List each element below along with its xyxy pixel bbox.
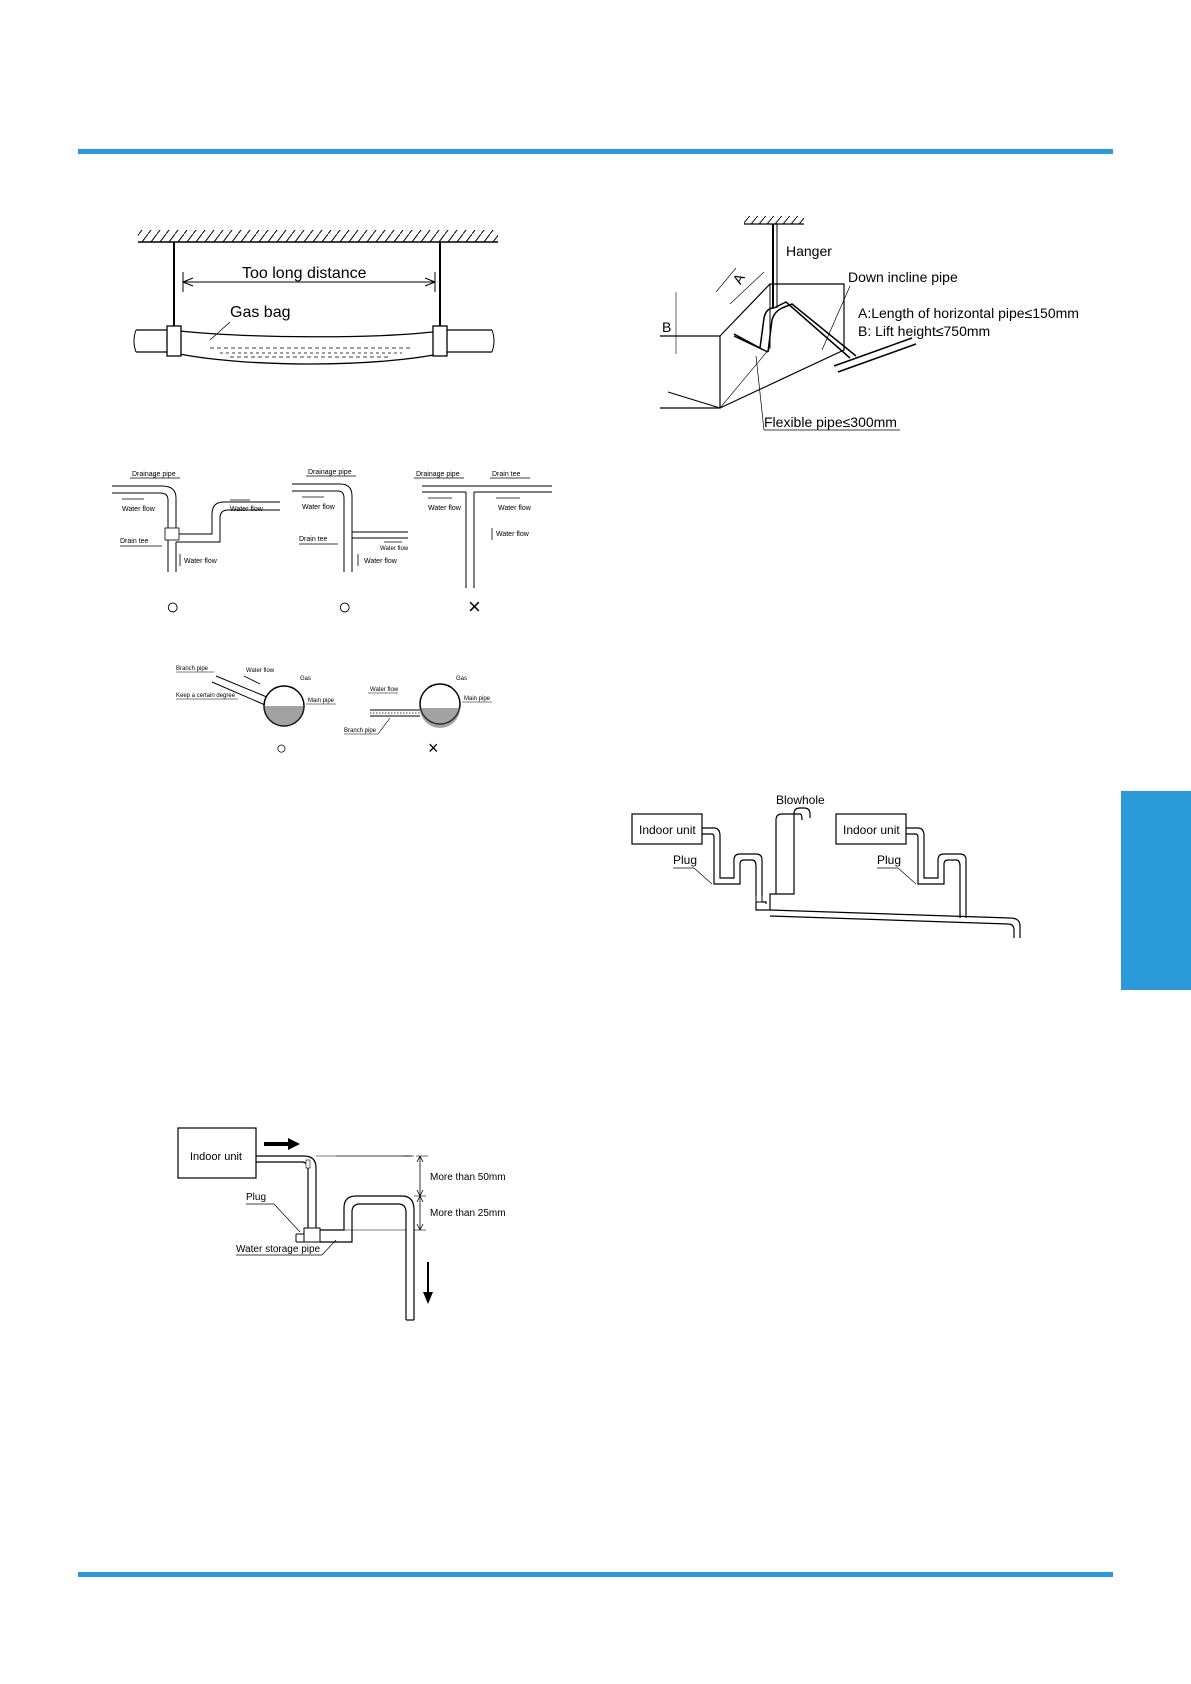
- wrong-mark-icon: ×: [428, 738, 439, 758]
- drain-tee-panel-correct-1: Drainage pipe Water flow Water flow Drai…: [112, 471, 280, 619]
- main-pipe-label: Main pipe: [464, 696, 491, 702]
- water-storage-pipe-label: Water storage pipe: [236, 1244, 321, 1255]
- flow-arrow-icon: [264, 1138, 300, 1150]
- gas-bag-label: Gas bag: [230, 304, 290, 321]
- indoor-unit-label-left: Indoor unit: [639, 823, 696, 837]
- indoor-unit-label-right: Indoor unit: [843, 823, 900, 837]
- water-flow-label: Water flow: [428, 505, 462, 512]
- section-side-tab: [1121, 791, 1191, 990]
- drain-tee-label: Drain tee: [120, 538, 149, 545]
- gas-label: Gas: [300, 676, 311, 682]
- flexible-pipe-label: Flexible pipe≤300mm: [764, 414, 897, 430]
- drainage-pipe-label: Drainage pipe: [308, 469, 352, 476]
- dimension-50mm-label: More than 50mm: [430, 1172, 506, 1183]
- water-flow-label: Water flow: [246, 668, 275, 674]
- drainage-pipe-label: Drainage pipe: [132, 471, 176, 478]
- water-flow-label: Water flow: [122, 506, 156, 513]
- water-flow-label: Water flow: [498, 505, 532, 512]
- gas-label: Gas: [456, 676, 467, 682]
- water-flow-label: Water flow: [380, 546, 409, 552]
- drain-tee-panel-wrong: Drainage pipe Drain tee Water flow Water…: [414, 471, 552, 619]
- gas-bag-diagram: Too long distance Gas bag: [133, 230, 498, 365]
- drainage-pipe-label: Drainage pipe: [416, 471, 460, 478]
- correct-mark-icon: ○: [276, 738, 287, 758]
- down-incline-pipe-label: Down incline pipe: [848, 269, 958, 285]
- drain-tee-label: Drain tee: [492, 471, 521, 478]
- water-flow-label: Water flow: [496, 531, 530, 538]
- water-flow-label: Water flow: [364, 558, 398, 565]
- blowhole-diagram: Blowhole Indoor unit Plug Indoor unit Pl…: [631, 793, 1021, 938]
- drain-tee-label: Drain tee: [299, 536, 328, 543]
- spec-a-label: A:Length of horizontal pipe≤150mm: [858, 305, 1079, 321]
- hanger-incline-diagram: Hanger A B Down incline pipe A:Length of…: [660, 216, 1079, 431]
- branch-pipe-diagram: Branch pipe Water flow Gas Keep a certai…: [176, 666, 492, 758]
- branch-pipe-label: Branch pipe: [344, 728, 377, 734]
- water-flow-label: Water flow: [230, 506, 264, 513]
- branch-pipe-wrong: Water flow Gas Main pipe Branch pipe ×: [344, 676, 492, 758]
- wrong-mark-icon: ×: [468, 594, 481, 619]
- blowhole-label: Blowhole: [776, 793, 825, 807]
- water-flow-label: Water flow: [184, 558, 218, 565]
- branch-pipe-label: Branch pipe: [176, 666, 209, 672]
- dimension-25mm-label: More than 25mm: [430, 1208, 506, 1219]
- hanger-label: Hanger: [786, 243, 832, 259]
- correct-mark-icon: ○: [338, 594, 351, 619]
- plug-label-right: Plug: [877, 853, 901, 867]
- down-arrow-icon: [423, 1262, 433, 1304]
- correct-mark-icon: ○: [166, 594, 179, 619]
- too-long-distance-label: Too long distance: [242, 265, 367, 282]
- water-flow-label: Water flow: [302, 504, 336, 511]
- drain-tee-panel-correct-2: Drainage pipe Water flow Drain tee Water…: [292, 469, 409, 619]
- indoor-unit-label: Indoor unit: [190, 1151, 242, 1163]
- plug-label-left: Plug: [673, 853, 697, 867]
- water-flow-label: Water flow: [370, 687, 399, 693]
- header-rule: [78, 149, 1113, 154]
- footer-rule: [78, 1572, 1113, 1577]
- dimension-b-label: B: [662, 319, 671, 335]
- water-storage-pipe-diagram: Indoor unit More than 50mm More than 25m…: [177, 1127, 506, 1321]
- keep-degree-label: Keep a certain degree: [176, 693, 236, 699]
- plug-label: Plug: [246, 1192, 266, 1203]
- spec-b-label: B: Lift height≤750mm: [858, 323, 990, 339]
- branch-pipe-correct: Branch pipe Water flow Gas Keep a certai…: [176, 666, 336, 758]
- main-pipe-label: Main pipe: [308, 698, 335, 704]
- drain-tee-diagram: Drainage pipe Water flow Water flow Drai…: [112, 469, 552, 619]
